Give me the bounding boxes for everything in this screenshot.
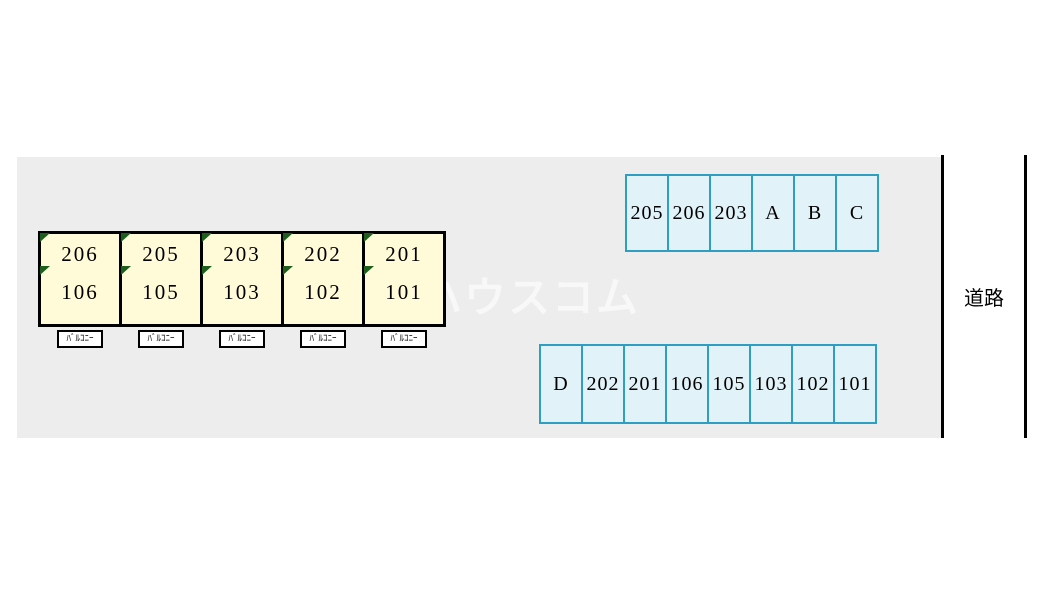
parking-space: 202 <box>581 344 625 424</box>
door-marker-icon <box>40 266 50 275</box>
balcony-label: ﾊﾞﾙｺﾆｰ <box>219 330 265 348</box>
building-unit-201-101: 201 101 ﾊﾞﾙｺﾆｰ <box>362 231 446 348</box>
parking-space: 206 <box>667 174 711 252</box>
door-marker-icon <box>121 233 131 242</box>
road-edge-line <box>941 155 944 438</box>
parking-space: 106 <box>665 344 709 424</box>
parking-row-bottom: D 202 201 106 105 103 102 101 <box>539 344 877 424</box>
road-edge-line <box>1024 155 1027 438</box>
door-marker-icon <box>364 233 374 242</box>
parking-space: 205 <box>625 174 669 252</box>
balcony-label: ﾊﾞﾙｺﾆｰ <box>381 330 427 348</box>
building-unit-206-106: 206 106 ﾊﾞﾙｺﾆｰ <box>38 231 122 348</box>
door-marker-icon <box>283 266 293 275</box>
building-unit-202-102: 202 102 ﾊﾞﾙｺﾆｰ <box>281 231 365 348</box>
parking-row-top: 205 206 203 A B C <box>625 174 879 252</box>
unit-number-upper: 201 <box>385 242 423 266</box>
unit-number-lower: 101 <box>385 280 423 304</box>
parking-space: 203 <box>709 174 753 252</box>
balcony-label: ﾊﾞﾙｺﾆｰ <box>138 330 184 348</box>
door-marker-icon <box>283 233 293 242</box>
parking-space: 102 <box>791 344 835 424</box>
unit-number-upper: 205 <box>142 242 180 266</box>
parking-space: 201 <box>623 344 667 424</box>
door-marker-icon <box>121 266 131 275</box>
parking-space: 103 <box>749 344 793 424</box>
building-unit-205-105: 205 105 ﾊﾞﾙｺﾆｰ <box>119 231 203 348</box>
balcony-label: ﾊﾞﾙｺﾆｰ <box>57 330 103 348</box>
unit-number-upper: 203 <box>223 242 261 266</box>
unit-number-upper: 206 <box>61 242 99 266</box>
parking-space: 105 <box>707 344 751 424</box>
door-marker-icon <box>202 233 212 242</box>
building-unit-203-103: 203 103 ﾊﾞﾙｺﾆｰ <box>200 231 284 348</box>
door-marker-icon <box>364 266 374 275</box>
unit-number-lower: 106 <box>61 280 99 304</box>
door-marker-icon <box>202 266 212 275</box>
unit-number-lower: 105 <box>142 280 180 304</box>
road-label: 道路 <box>964 288 1004 310</box>
parking-space: 101 <box>833 344 877 424</box>
parking-space: A <box>751 174 795 252</box>
parking-space: B <box>793 174 837 252</box>
balcony-label: ﾊﾞﾙｺﾆｰ <box>300 330 346 348</box>
unit-number-lower: 103 <box>223 280 261 304</box>
door-marker-icon <box>40 233 50 242</box>
building-units-row: 206 106 ﾊﾞﾙｺﾆｰ 205 105 ﾊﾞﾙｺﾆｰ 203 103 ﾊﾞ… <box>38 231 446 348</box>
parking-space: D <box>539 344 583 424</box>
unit-number-lower: 102 <box>304 280 342 304</box>
unit-number-upper: 202 <box>304 242 342 266</box>
parking-space: C <box>835 174 879 252</box>
